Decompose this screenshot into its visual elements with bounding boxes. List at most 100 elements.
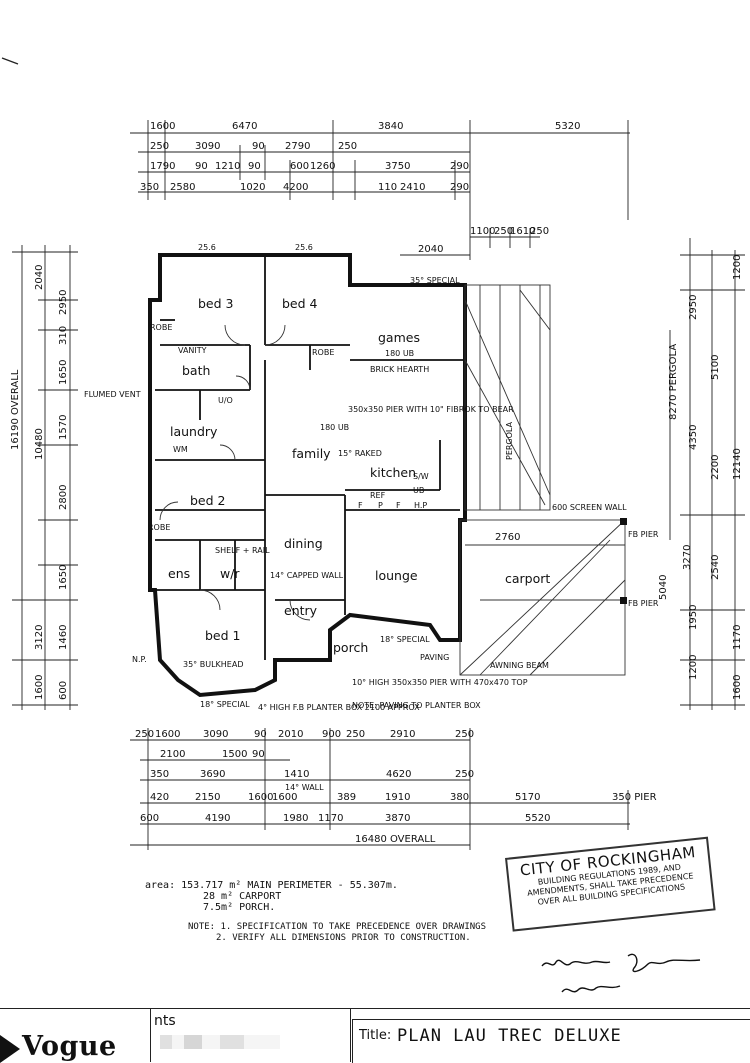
dim-bot-overall: 16480 OVERALL bbox=[355, 834, 436, 845]
dim-top-r2-b: 3090 bbox=[195, 141, 220, 152]
label-paving: PAVING bbox=[420, 653, 449, 662]
bottom-dimension-labels: 250 1600 3090 90 2010 900 250 2910 250 2… bbox=[135, 532, 657, 845]
dim-top-r4-f: 2410 bbox=[400, 182, 425, 193]
door-swings bbox=[159, 324, 311, 621]
label-planter: 4° HIGH F.B PLANTER BOX 2100 APPROX bbox=[258, 703, 420, 712]
label-robe-bed3: ROBE bbox=[150, 323, 172, 332]
left-dimension-lines bbox=[12, 245, 78, 710]
dim-bot-r3-d: 4620 bbox=[386, 769, 411, 780]
carport-structure bbox=[459, 519, 626, 676]
label-raked: 15° RAKED bbox=[338, 449, 382, 458]
dim-top-r4-c: 1020 bbox=[240, 182, 265, 193]
room-bed3: bed 3 bbox=[198, 296, 234, 311]
bottom-dimension-lines bbox=[130, 728, 630, 850]
dim-bot-r5-d: 1170 bbox=[318, 813, 343, 824]
dim-right-1200b: 1200 bbox=[688, 655, 699, 680]
dim-bot-r1-a: 250 bbox=[135, 729, 154, 740]
dim-bot-r4-a: 420 bbox=[150, 792, 169, 803]
right-dimension-lines bbox=[669, 238, 745, 710]
dim-bot-r4-b: 2150 bbox=[195, 792, 220, 803]
dim-top-r3-d: 90 bbox=[248, 161, 261, 172]
dim-top-r2-d: 2790 bbox=[285, 141, 310, 152]
dim-bot-r1-e: 2010 bbox=[278, 729, 303, 740]
room-bed2: bed 2 bbox=[190, 493, 226, 508]
label-screen-wall: 600 SCREEN WALL bbox=[552, 503, 627, 512]
dim-top-1600: 1600 bbox=[150, 121, 175, 132]
room-games: games bbox=[378, 330, 420, 345]
dim-bot-r1-c: 3090 bbox=[203, 729, 228, 740]
dim-bot-r4-h: 5170 bbox=[515, 792, 540, 803]
dim-bot-r4-d: 1600 bbox=[272, 792, 297, 803]
title-block-redacted-text bbox=[160, 1035, 280, 1049]
building-inner-walls bbox=[155, 255, 465, 660]
room-dining: dining bbox=[284, 536, 323, 551]
area-line-carport: 28 m² CARPORT bbox=[203, 891, 282, 902]
dim-left-i4: 2800 bbox=[58, 485, 69, 510]
dim-top-r2-c: 90 bbox=[252, 141, 265, 152]
dim-right-1200: 1200 bbox=[732, 255, 743, 280]
dim-top-r2-e: 250 bbox=[338, 141, 357, 152]
dim-top-r4-a: 350 bbox=[140, 182, 159, 193]
dim-bot-r5-b: 4190 bbox=[205, 813, 230, 824]
label-special-18-bed1: 18° SPECIAL bbox=[200, 700, 250, 709]
dim-right-1170: 1170 bbox=[732, 625, 743, 650]
label-kitchen-p: P bbox=[378, 501, 383, 510]
dim-left-i7: 600 bbox=[58, 681, 69, 700]
note-line-2: 2. VERIFY ALL DIMENSIONS PRIOR TO CONSTR… bbox=[216, 933, 471, 943]
dim-left-i1: 310 bbox=[58, 326, 69, 345]
dim-bot-r4-i: 350 PIER bbox=[612, 792, 657, 803]
label-bulkhead: 35° BULKHEAD bbox=[183, 660, 243, 669]
dim-bot-r3-a: 350 bbox=[150, 769, 169, 780]
dim-bot-r4-e: 389 bbox=[337, 792, 356, 803]
dim-bot-r3-b: 3690 bbox=[200, 769, 225, 780]
dim-top-r4-g: 290 bbox=[450, 182, 469, 193]
label-ceiling-bed4: 25.6 bbox=[295, 243, 313, 252]
label-pier-note: 350x350 PIER WITH 10" FIBROK TO BEAR bbox=[348, 405, 514, 414]
dim-right-1950: 1950 bbox=[688, 605, 699, 630]
vogue-logo: Vogue bbox=[22, 1031, 117, 1062]
annotation-labels: 25.6 25.6 35° SPECIAL 180 UB BRICK HEART… bbox=[84, 243, 659, 792]
room-ens: ens bbox=[168, 566, 190, 581]
label-np: N.P. bbox=[132, 655, 147, 664]
room-wir: w/r bbox=[220, 566, 240, 581]
dim-top-3840: 3840 bbox=[378, 121, 403, 132]
dim-right-2950: 2950 bbox=[688, 295, 699, 320]
dim-bot-r1-h: 2910 bbox=[390, 729, 415, 740]
dim-left-2040: 2040 bbox=[34, 265, 45, 290]
dim-carport-2760: 2760 bbox=[495, 532, 520, 543]
dim-right-2200: 2200 bbox=[710, 455, 721, 480]
label-family-ceiling: 180 UB bbox=[320, 423, 349, 432]
dim-bot-r4-f: 1910 bbox=[385, 792, 410, 803]
dim-right-12140: 12140 bbox=[732, 448, 743, 480]
dim-left-i6: 1460 bbox=[58, 625, 69, 650]
corner-mark bbox=[1, 57, 19, 65]
dim-left-i5: 1650 bbox=[58, 565, 69, 590]
title-value: PLAN LAU TREC DELUXE bbox=[397, 1026, 622, 1046]
label-wall-14: 14° WALL bbox=[285, 783, 324, 792]
dim-top-r3-c: 1210 bbox=[215, 161, 240, 172]
room-bed4: bed 4 bbox=[282, 296, 318, 311]
top-dimension-lines bbox=[130, 120, 630, 260]
area-line-main: area: 153.717 m² MAIN PERIMETER - 55.307… bbox=[145, 880, 398, 891]
dim-bot-r5-c: 1980 bbox=[283, 813, 308, 824]
dim-right-5040: 5040 bbox=[658, 575, 669, 600]
dim-bot-r1-f: 900 bbox=[322, 729, 341, 740]
note-line-1: NOTE: 1. SPECIFICATION TO TAKE PRECEDENC… bbox=[188, 922, 487, 932]
dim-top-r3-h: 290 bbox=[450, 161, 469, 172]
label-shelf: SHELF + RAIL bbox=[215, 546, 270, 555]
room-bath: bath bbox=[182, 363, 210, 378]
label-pier-porch: 10° HIGH 350x350 PIER WITH 470x470 TOP bbox=[352, 678, 528, 687]
dim-left-10480: 10480 bbox=[34, 428, 45, 460]
room-lounge: lounge bbox=[375, 568, 418, 583]
dim-right-1600: 1600 bbox=[732, 675, 743, 700]
right-dimension-labels: 1200 5100 12140 1170 1600 2950 4350 2200… bbox=[658, 255, 743, 700]
label-capped-wall: 14° CAPPED WALL bbox=[270, 571, 344, 580]
drawing-notes: NOTE: 1. SPECIFICATION TO TAKE PRECEDENC… bbox=[188, 922, 486, 944]
room-carport: carport bbox=[505, 571, 550, 586]
dim-bot-r5-f: 5520 bbox=[525, 813, 550, 824]
dim-bot-r1-b: 1600 bbox=[155, 729, 180, 740]
left-dimension-labels: 16190 OVERALL 10480 2040 3120 1600 2950 … bbox=[10, 265, 69, 700]
dim-bot-r4-g: 380 bbox=[450, 792, 469, 803]
label-awning-beam: AWNING BEAM bbox=[490, 661, 549, 670]
dim-left-i0: 2950 bbox=[58, 290, 69, 315]
